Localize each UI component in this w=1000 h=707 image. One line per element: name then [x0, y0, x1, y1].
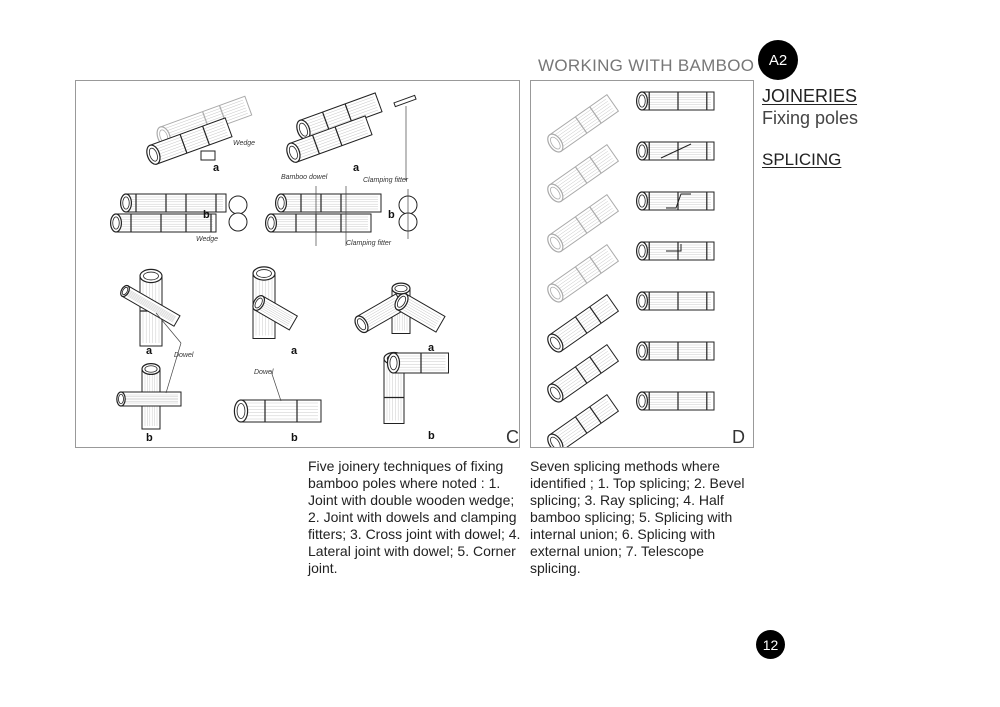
bamboo-pole [120, 284, 181, 327]
bamboo-pole [252, 295, 299, 331]
pole-section [228, 195, 248, 215]
bamboo-pole [146, 117, 233, 165]
bamboo-pole [296, 92, 383, 140]
leader-line [270, 370, 282, 402]
bamboo-pole [547, 144, 620, 203]
section-joineries-title: JOINERIES [762, 86, 858, 106]
dowel-pin [393, 94, 417, 108]
ray-cut [666, 193, 691, 209]
bamboo-pole [635, 91, 715, 111]
bamboo-pole [635, 291, 715, 311]
bamboo-pole [547, 344, 620, 403]
label-b: b [146, 432, 153, 444]
bamboo-pole [547, 194, 620, 253]
pole-section [228, 212, 248, 232]
label-a: a [428, 342, 435, 354]
label-dowel: Dowel [174, 352, 194, 359]
bamboo-pole [635, 341, 715, 361]
label-b: b [203, 209, 210, 221]
label-clamping-fitter: Clamping fitter [346, 240, 392, 247]
label-b: b [291, 432, 298, 444]
bevel-cut [660, 143, 692, 159]
label-b: b [388, 209, 395, 221]
bamboo-pole [635, 391, 715, 411]
figure-corner-label: D [732, 427, 745, 447]
bamboo-pole [286, 115, 373, 163]
bamboo-pole [635, 191, 715, 211]
figure-c-joineries: Wedge Wedge Clamping fitter Clamping fit… [75, 80, 520, 448]
section-badge: A2 [758, 40, 798, 80]
label-wedge: Wedge [233, 140, 255, 147]
bamboo-pole [119, 193, 227, 213]
bamboo-pole [386, 352, 449, 374]
bamboo-pole [547, 244, 620, 303]
bamboo-pole [354, 293, 406, 334]
bamboo-pole [264, 213, 372, 233]
bamboo-pole [233, 399, 322, 423]
half-cut [666, 244, 682, 252]
figure-c-caption: Five joinery techniques of fixing bamboo… [308, 458, 521, 576]
bamboo-pole [394, 292, 446, 333]
joinery-illustrations: Wedge Wedge Clamping fitter Clamping fit… [109, 92, 519, 447]
bamboo-pole [274, 193, 382, 213]
label-b: b [428, 430, 435, 442]
label-a: a [146, 345, 153, 357]
label-dowel: Dowel [254, 369, 274, 376]
splicing-illustrations: D [547, 91, 745, 453]
bamboo-pole [547, 94, 620, 153]
figure-corner-label: C [506, 427, 519, 447]
label-a: a [213, 162, 220, 174]
bamboo-pole [547, 394, 620, 453]
label-a: a [291, 345, 298, 357]
figure-d-caption: Seven splicing methods where identified … [530, 458, 745, 576]
bamboo-pole [109, 213, 217, 233]
label-clamping-fitter: Clamping fitter [363, 177, 409, 184]
section-joineries-subtitle: Fixing poles [762, 108, 859, 128]
label-bamboo-dowel: Bamboo dowel [281, 174, 328, 181]
bamboo-pole [635, 141, 715, 161]
wedge-block [200, 150, 216, 161]
leader-line [155, 312, 182, 344]
section-splicing-title: SPLICING [762, 150, 842, 169]
header-title: WORKING WITH BAMBOO [538, 56, 755, 75]
page-number: 12 [756, 630, 785, 659]
bamboo-pole [116, 391, 182, 407]
bamboo-pole [547, 294, 620, 353]
label-wedge: Wedge [196, 236, 218, 243]
figure-d-splicing: D [530, 80, 754, 453]
leader-line [165, 342, 182, 394]
label-a: a [353, 162, 360, 174]
